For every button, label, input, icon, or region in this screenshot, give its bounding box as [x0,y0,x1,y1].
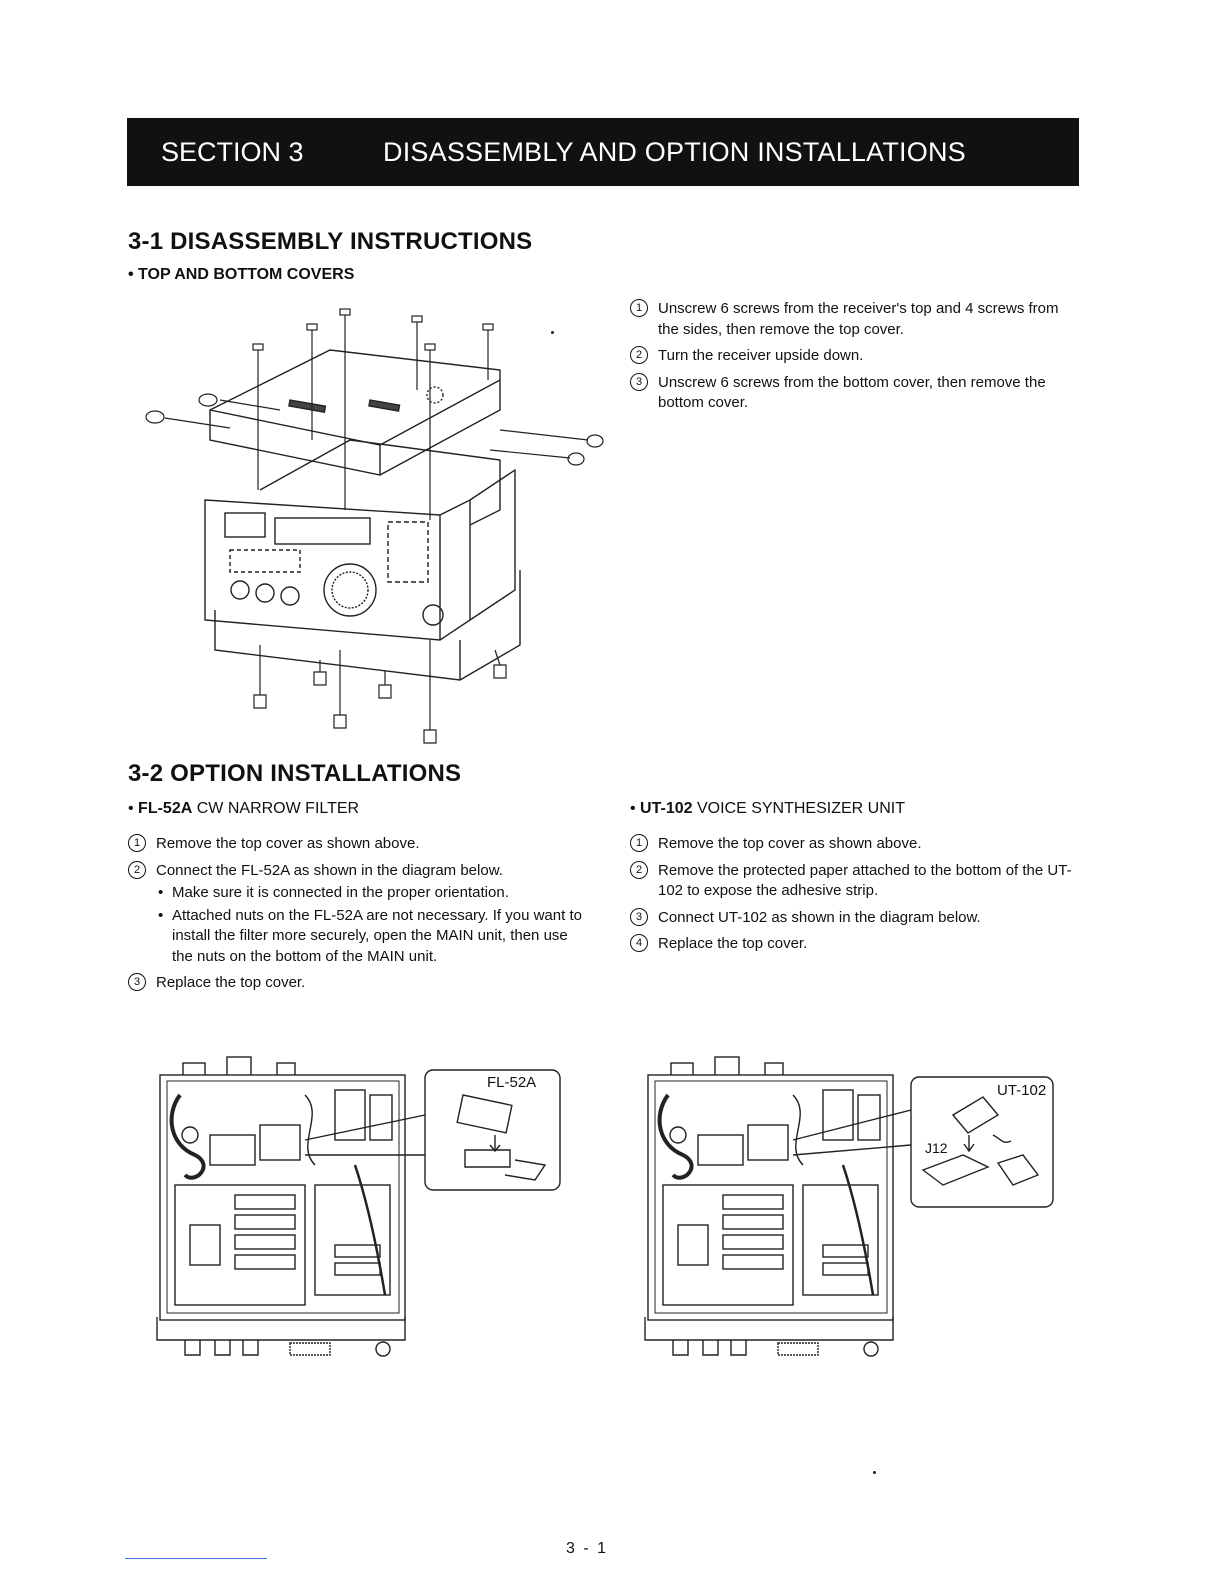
step-item: 3 Unscrew 6 screws from the bottom cover,… [630,372,1082,414]
disassembly-steps: 1 Unscrew 6 screws from the receiver's to… [630,299,1082,420]
exploded-receiver-illustration [145,308,604,744]
step-item: 2 Connect the FL-52A as shown in the diag… [128,860,583,968]
step-item: 4 Replace the top cover. [630,934,1085,955]
step-text: Remove the top cover as shown above. [156,835,420,852]
ut102-callout-label: UT-102 [997,1082,1046,1099]
fl52a-installation-diagram: FL-52A [156,1056,561,1357]
options-heading: 3-2 OPTION INSTALLATIONS [128,760,462,787]
step-marker: 3 [128,973,146,991]
step-text: Turn the receiver upside down. [658,347,864,364]
footer-rule [125,1558,267,1559]
ut102-desc: VOICE SYNTHESIZER UNIT [696,800,905,817]
j12-connector-label: J12 [925,1140,948,1156]
step-marker: 2 [128,860,146,879]
step-marker: 3 [630,372,648,391]
step-marker: 2 [630,346,648,364]
covers-subheading: • TOP AND BOTTOM COVERS [128,266,355,283]
step-item: 2 Turn the receiver upside down. [630,346,1082,367]
step-marker: 1 [630,299,648,317]
step-text: Replace the top cover. [658,935,808,952]
fl52a-desc: CW NARROW FILTER [196,800,360,817]
step-item: 1 Remove the top cover as shown above. [128,834,583,855]
ut102-installation-diagram: UT-102 J12 [644,1056,1054,1357]
ut102-subheading: • UT-102 VOICE SYNTHESIZER UNIT [630,800,905,817]
step-marker: 4 [630,934,648,952]
fl52a-subheading: • FL-52A CW NARROW FILTER [128,800,360,817]
note-item: Attached nuts on the FL-52A are not nece… [156,906,583,968]
speck [551,331,554,334]
step-marker: 1 [128,834,146,852]
page-number: 3 - 1 [566,1540,609,1557]
disassembly-heading: 3-1 DISASSEMBLY INSTRUCTIONS [128,228,533,255]
fl52a-notes: Make sure it is connected in the proper … [156,883,583,967]
speck [873,1471,876,1474]
section-title: DISASSEMBLY AND OPTION INSTALLATIONS [383,136,966,167]
step-text: Connect the FL-52A as shown in the diagr… [156,861,503,879]
step-text: Unscrew 6 screws from the bottom cover, … [658,373,1046,412]
fl52a-callout-label: FL-52A [487,1074,536,1091]
section-number: SECTION 3 [161,136,304,167]
step-item: 3 Replace the top cover. [128,973,583,994]
step-item: 1 Unscrew 6 screws from the receiver's to… [630,299,1082,340]
step-text: Unscrew 6 screws from the receiver's top… [658,300,1059,338]
step-marker: 1 [630,834,648,852]
step-text: Replace the top cover. [156,974,306,991]
fl52a-model: FL-52A [138,800,193,817]
step-item: 2 Remove the protected paper attached to … [630,860,1085,902]
step-item: 3 Connect UT-102 as shown in the diagram … [630,907,1085,929]
step-marker: 2 [630,860,648,879]
step-text: Connect UT-102 as shown in the diagram b… [658,908,981,926]
step-text: Remove the protected paper attached to t… [658,861,1072,900]
step-text: Remove the top cover as shown above. [658,835,922,852]
section-banner: SECTION 3 DISASSEMBLY AND OPTION INSTALL… [127,118,1079,186]
step-marker: 3 [630,907,648,926]
note-item: Make sure it is connected in the proper … [156,883,583,904]
step-item: 1 Remove the top cover as shown above. [630,834,1085,855]
ut102-model: UT-102 [640,800,693,817]
